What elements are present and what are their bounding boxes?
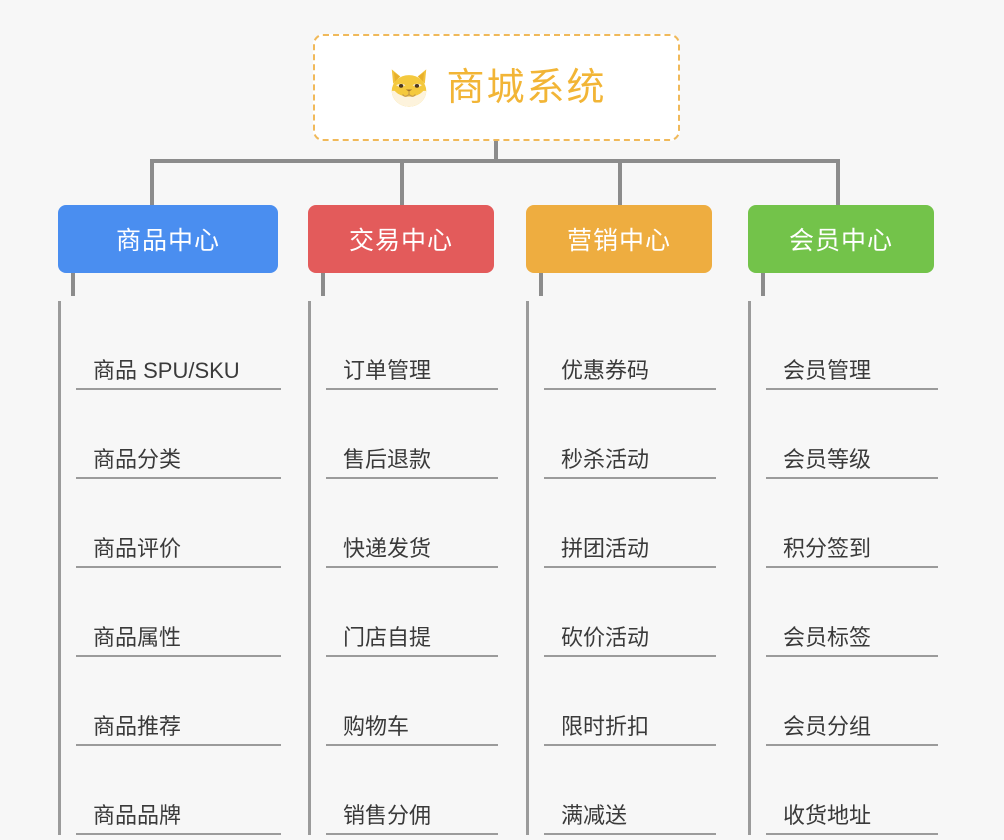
list-item[interactable]: 商品 SPU/SKU [76, 301, 281, 390]
item-list-trade: 订单管理 售后退款 快递发货 门店自提 购物车 销售分佣 [308, 301, 498, 835]
category-header-marketing[interactable]: 营销中心 [526, 205, 712, 273]
list-item[interactable]: 快递发货 [326, 479, 498, 568]
category-column-products: 商品中心 商品 SPU/SKU 商品分类 商品评价 商品属性 商品推荐 商品品牌 [58, 205, 281, 835]
list-item-label: 商品属性 [93, 624, 182, 650]
list-item-label: 砍价活动 [561, 624, 650, 650]
list-item-label: 会员管理 [783, 357, 872, 383]
connector-drop-products [150, 159, 154, 205]
list-item[interactable]: 限时折扣 [544, 657, 716, 746]
list-item-label: 商品分类 [93, 446, 182, 472]
item-list-marketing: 优惠券码 秒杀活动 拼团活动 砍价活动 限时折扣 满减送 [526, 301, 716, 835]
list-item-label: 商品评价 [93, 535, 182, 561]
category-column-marketing: 营销中心 优惠券码 秒杀活动 拼团活动 砍价活动 限时折扣 满减送 [526, 205, 716, 835]
list-item[interactable]: 商品评价 [76, 479, 281, 568]
list-item[interactable]: 售后退款 [326, 390, 498, 479]
category-column-member: 会员中心 会员管理 会员等级 积分签到 会员标签 会员分组 收货地址 [748, 205, 938, 835]
connector-root-vertical [494, 141, 498, 163]
list-item[interactable]: 砍价活动 [544, 568, 716, 657]
category-label-products: 商品中心 [115, 227, 220, 255]
list-item[interactable]: 满减送 [544, 746, 716, 835]
list-item[interactable]: 会员分组 [766, 657, 938, 746]
list-item-label: 商品 SPU/SKU [93, 357, 240, 383]
list-item[interactable]: 商品属性 [76, 568, 281, 657]
category-header-products[interactable]: 商品中心 [58, 205, 278, 273]
list-item[interactable]: 拼团活动 [544, 479, 716, 568]
connector-horizontal-bus [150, 159, 840, 163]
list-item-label: 订单管理 [343, 357, 432, 383]
list-item[interactable]: 会员等级 [766, 390, 938, 479]
list-item-label: 购物车 [343, 713, 410, 739]
list-item-label: 秒杀活动 [561, 446, 650, 472]
category-label-member: 会员中心 [788, 227, 893, 255]
list-item[interactable]: 会员标签 [766, 568, 938, 657]
connector-stub-trade [321, 272, 325, 296]
list-item-label: 限时折扣 [561, 713, 650, 739]
list-item-label: 会员标签 [783, 624, 872, 650]
list-item-label: 快递发货 [343, 535, 432, 561]
list-item[interactable]: 优惠券码 [544, 301, 716, 390]
item-list-member: 会员管理 会员等级 积分签到 会员标签 会员分组 收货地址 [748, 301, 938, 835]
list-item[interactable]: 订单管理 [326, 301, 498, 390]
list-item[interactable]: 收货地址 [766, 746, 938, 835]
list-item-label: 优惠券码 [561, 357, 650, 383]
list-item-label: 收货地址 [783, 802, 872, 828]
list-item-label: 会员分组 [783, 713, 872, 739]
list-item-label: 商品品牌 [93, 802, 182, 828]
connector-stub-marketing [539, 272, 543, 296]
list-item[interactable]: 会员管理 [766, 301, 938, 390]
category-header-member[interactable]: 会员中心 [748, 205, 934, 273]
list-item[interactable]: 门店自提 [326, 568, 498, 657]
category-label-marketing: 营销中心 [566, 227, 671, 255]
list-item[interactable]: 积分签到 [766, 479, 938, 568]
list-item[interactable]: 商品品牌 [76, 746, 281, 835]
category-column-trade: 交易中心 订单管理 售后退款 快递发货 门店自提 购物车 销售分佣 [308, 205, 498, 835]
list-item-label: 满减送 [561, 802, 628, 828]
root-title: 商城系统 [446, 66, 607, 109]
connector-drop-marketing [618, 159, 622, 205]
list-item-label: 商品推荐 [93, 713, 182, 739]
list-item-label: 积分签到 [783, 535, 872, 561]
list-item-label: 销售分佣 [343, 802, 432, 828]
connector-stub-products [71, 272, 75, 296]
list-item-label: 会员等级 [783, 446, 872, 472]
list-item-label: 售后退款 [343, 446, 432, 472]
list-item[interactable]: 商品推荐 [76, 657, 281, 746]
list-item[interactable]: 商品分类 [76, 390, 281, 479]
list-item-label: 拼团活动 [561, 535, 650, 561]
list-item-label: 门店自提 [343, 624, 432, 650]
category-label-trade: 交易中心 [348, 227, 453, 255]
connector-drop-trade [400, 159, 404, 205]
root-node[interactable]: 商城系统 [313, 34, 680, 141]
item-list-products: 商品 SPU/SKU 商品分类 商品评价 商品属性 商品推荐 商品品牌 [58, 301, 281, 835]
connector-drop-member [836, 159, 840, 205]
list-item[interactable]: 购物车 [326, 657, 498, 746]
list-item[interactable]: 秒杀活动 [544, 390, 716, 479]
category-header-trade[interactable]: 交易中心 [308, 205, 494, 273]
connector-stub-member [761, 272, 765, 296]
list-item[interactable]: 销售分佣 [326, 746, 498, 835]
shiba-dog-icon [392, 68, 427, 107]
